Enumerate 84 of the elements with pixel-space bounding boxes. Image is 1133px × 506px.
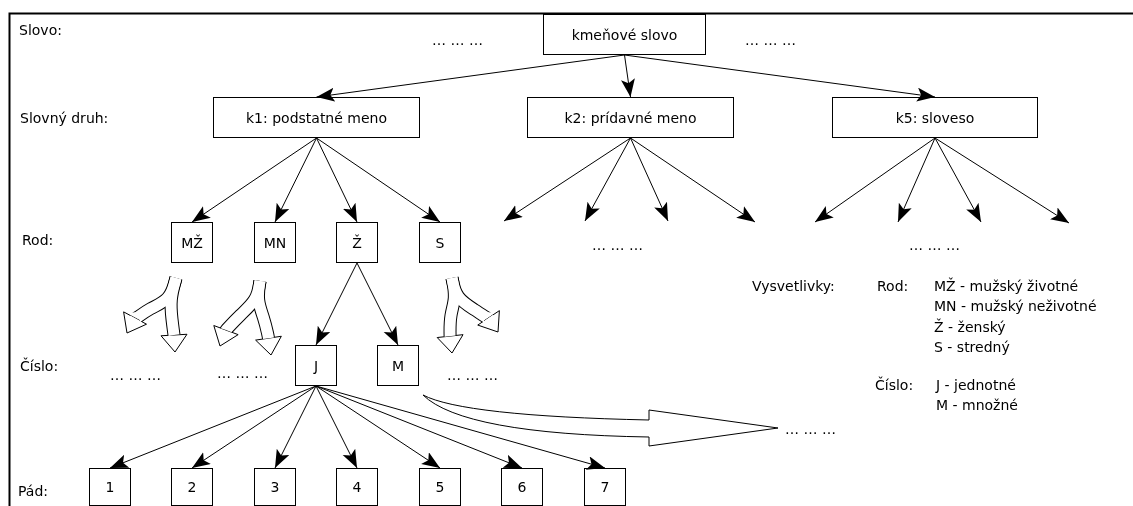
- box-label: 5: [435, 479, 445, 495]
- text-label: M - množné: [936, 396, 1018, 414]
- arrow: [109, 385, 317, 469]
- box-label: Ž: [352, 234, 362, 251]
- category-box: [419, 468, 461, 506]
- arrow: [814, 137, 936, 223]
- box-label: kmeňové slovo: [571, 26, 678, 43]
- text-label: Číslo:: [875, 376, 914, 394]
- text-label: Ž - ženský: [934, 318, 1006, 336]
- ellipsis-text: … … …: [785, 420, 836, 438]
- text-label: Vysvetlivky:: [752, 277, 835, 295]
- arrow: [191, 137, 317, 223]
- category-box: [832, 97, 1038, 138]
- arrow: [897, 137, 936, 223]
- arrow: [934, 137, 1070, 224]
- category-box: [419, 222, 461, 263]
- category-box: [527, 97, 734, 138]
- category-box: [584, 468, 626, 506]
- arrow: [630, 137, 756, 223]
- text-label: Slovný druh:: [20, 109, 109, 127]
- text-label: … … …: [909, 236, 960, 254]
- arrow: [274, 385, 317, 469]
- text-label: Rod:: [877, 277, 909, 295]
- category-box: [254, 468, 296, 506]
- text-label: … … …: [110, 366, 161, 384]
- arrow: [315, 262, 358, 346]
- arrow: [621, 54, 635, 98]
- category-box: [171, 468, 213, 506]
- category-box: [501, 468, 543, 506]
- box-label: k1: podstatné meno: [246, 109, 387, 126]
- box-label: 7: [600, 479, 610, 495]
- category-box: [543, 14, 706, 55]
- category-box: [336, 222, 378, 263]
- arrow: [356, 262, 399, 346]
- text-label: … … …: [217, 364, 268, 382]
- text-label: Slovo:: [19, 21, 62, 39]
- text-label: Pád:: [18, 482, 48, 500]
- arrow: [315, 385, 523, 469]
- category-box: [254, 222, 296, 263]
- text-label: S - stredný: [934, 338, 1010, 356]
- arrow: [584, 137, 631, 222]
- box-label: MN: [263, 234, 287, 251]
- arrow: [274, 137, 317, 223]
- arrow: [316, 137, 358, 223]
- text-label: MN - mužský neživotné: [934, 297, 1097, 315]
- category-box: [295, 345, 337, 386]
- text-label: MŽ - mužský životné: [934, 277, 1079, 295]
- text-label: Číslo:: [20, 357, 59, 375]
- arrow: [624, 54, 936, 102]
- block-arrow: [422, 394, 779, 447]
- arrow: [503, 137, 631, 222]
- box-label: 4: [352, 479, 362, 495]
- split-arrow: [213, 277, 282, 356]
- arrow: [630, 137, 669, 222]
- category-box: [336, 468, 378, 506]
- arrow: [316, 137, 441, 223]
- text-label: … … …: [447, 366, 498, 384]
- box-label: 1: [105, 479, 115, 495]
- category-box: [171, 222, 213, 263]
- text-label: J - jednotné: [936, 376, 1016, 394]
- category-box: [89, 468, 131, 506]
- text-label: … … …: [592, 236, 643, 254]
- arrow: [315, 385, 441, 469]
- box-label: S: [435, 234, 445, 251]
- box-label: 2: [187, 479, 197, 495]
- box-label: M: [391, 357, 405, 374]
- box-label: 3: [270, 479, 280, 495]
- arrow: [315, 385, 606, 470]
- arrow: [934, 137, 982, 223]
- split-arrow: [123, 275, 188, 353]
- arrow: [315, 385, 358, 469]
- category-box: [377, 345, 419, 386]
- split-arrow: [436, 274, 500, 354]
- box-label: 6: [517, 479, 527, 495]
- text-label: … … …: [745, 31, 796, 49]
- arrow: [191, 385, 317, 469]
- arrow: [316, 54, 625, 102]
- box-label: k5: sloveso: [895, 109, 975, 126]
- box-label: k2: prídavné meno: [564, 109, 697, 126]
- text-label: … … …: [432, 31, 483, 49]
- box-label: MŽ: [181, 234, 203, 251]
- box-label: J: [313, 357, 319, 374]
- category-box: [213, 97, 420, 138]
- text-label: Rod:: [22, 231, 54, 249]
